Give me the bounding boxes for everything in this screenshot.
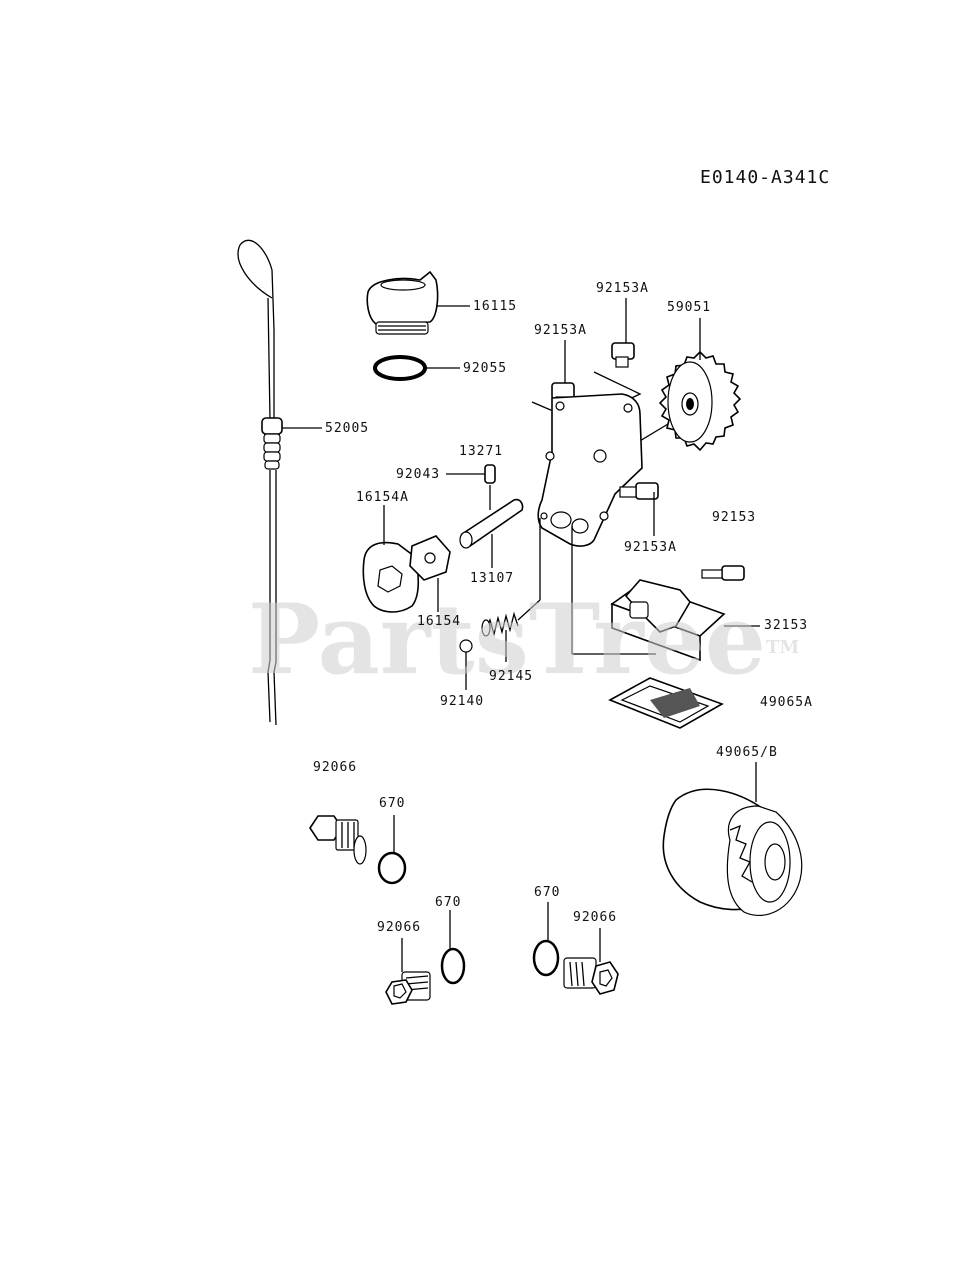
label-13271: 13271 — [459, 444, 504, 459]
label-670-b: 670 — [435, 895, 462, 910]
label-670-c: 670 — [534, 885, 561, 900]
label-16154A: 16154A — [356, 490, 409, 505]
label-92055: 92055 — [463, 361, 508, 376]
label-92153A-right: 92153A — [624, 540, 677, 555]
label-92153A-left: 92153A — [534, 323, 587, 338]
dipstick-52005 — [237, 239, 322, 726]
label-92043: 92043 — [396, 467, 441, 482]
watermark-mark: TM — [765, 637, 800, 658]
oil-screen-49065A — [608, 677, 724, 729]
oil-strainer-32153 — [571, 526, 760, 662]
label-670-a: 670 — [379, 796, 406, 811]
label-13107: 13107 — [470, 571, 515, 586]
o-ring-92055 — [373, 355, 460, 381]
gear-59051 — [599, 318, 742, 466]
label-92153A-top: 92153A — [596, 281, 649, 296]
bolt-92153A-top — [611, 298, 635, 368]
label-16115: 16115 — [473, 299, 518, 314]
watermark-text: PartsTree — [248, 583, 766, 696]
label-92153: 92153 — [712, 510, 757, 525]
label-52005: 52005 — [325, 421, 370, 436]
washer-670-b — [440, 910, 466, 985]
diagram-code: E0140-A341C — [700, 167, 831, 188]
ball-92140 — [459, 639, 473, 690]
label-59051: 59051 — [667, 300, 712, 315]
outer-rotor-16154A — [362, 505, 420, 613]
oil-filler-cap-16115 — [366, 270, 470, 335]
drain-plug-92066-c — [563, 928, 619, 995]
label-49065A: 49065A — [760, 695, 813, 710]
label-49065B: 49065/B — [716, 745, 778, 760]
drain-plug-92066-b — [385, 938, 431, 1005]
label-92066-b: 92066 — [377, 920, 422, 935]
drain-plug-92066-a — [309, 815, 367, 865]
inner-rotor-16154 — [409, 535, 451, 612]
bolt-92153A-right — [619, 482, 659, 536]
watermark: PartsTreeTM — [248, 590, 799, 690]
pump-shaft-13107 — [459, 498, 524, 568]
label-92140: 92140 — [440, 694, 485, 709]
label-32153: 32153 — [764, 618, 809, 633]
label-92066-c: 92066 — [573, 910, 618, 925]
label-92145: 92145 — [489, 669, 534, 684]
washer-670-c — [532, 902, 560, 977]
label-92066-a: 92066 — [313, 760, 358, 775]
label-16154: 16154 — [417, 614, 462, 629]
washer-670-a — [377, 815, 407, 885]
relief-spring-92145 — [481, 518, 541, 662]
oil-pump-plate — [537, 393, 643, 547]
oil-filter-49065B — [662, 762, 803, 916]
pin-92043 — [446, 464, 496, 510]
